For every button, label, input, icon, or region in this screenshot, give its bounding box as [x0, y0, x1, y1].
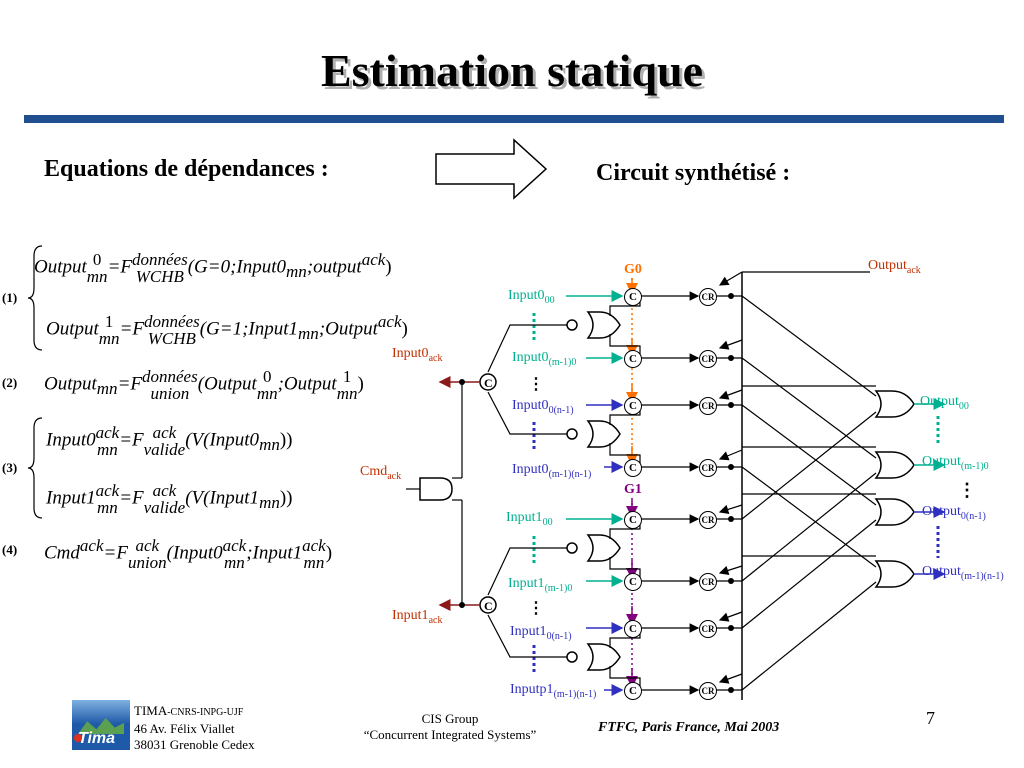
cr-gate: CR: [699, 573, 717, 591]
input-label: Input100: [506, 510, 553, 528]
eq2-number: (2): [2, 375, 18, 390]
cmd-ack-label: Cmdack: [360, 464, 402, 482]
output-label: Output(m-1)0: [922, 454, 989, 472]
eq3-number: (3): [2, 460, 18, 475]
input-label: Input10(n-1): [510, 624, 572, 642]
svg-text:⋮: ⋮: [528, 600, 544, 617]
logo-dot: [74, 734, 82, 742]
cr-gate: CR: [699, 350, 717, 368]
brace-eq1: [27, 245, 43, 351]
title-rule: [24, 115, 1004, 123]
c-gate: C: [624, 350, 642, 368]
output-label: Output00: [920, 394, 969, 412]
input0-ack-label: Input0ack: [392, 346, 443, 364]
input1-ack-label: Input1ack: [392, 608, 443, 626]
eq4-number: (4): [2, 542, 18, 557]
cr-gate: CR: [699, 288, 717, 306]
input-label: Input0(m-1)(n-1): [512, 462, 592, 480]
c-gate: C: [624, 620, 642, 638]
output-or-gates: [874, 390, 915, 588]
svg-text:⋮: ⋮: [958, 480, 976, 500]
register-rows: [641, 291, 743, 695]
conference-name: FTFC, Paris France, Mai 2003: [598, 720, 780, 735]
cr-gate: CR: [699, 620, 717, 638]
svg-text:⋮: ⋮: [528, 376, 544, 393]
output-label: Output(m-1)(n-1): [922, 564, 1004, 582]
c-gate: C: [624, 288, 642, 306]
page-number: 7: [926, 708, 935, 728]
page-title: Estimation statique: [320, 45, 704, 96]
output-ack-label: Outputack: [868, 258, 921, 276]
right-arrow-icon: [435, 138, 548, 200]
input-label: Input0(m-1)0: [512, 350, 577, 368]
group-name: CIS Group “Concurrent Integrated Systems…: [363, 711, 537, 742]
input-label: Input000: [508, 288, 555, 306]
group-g0-label: G0: [624, 262, 642, 277]
input-label: Input00(n-1): [512, 398, 574, 416]
cr-gate: CR: [699, 459, 717, 477]
input-label: Input1(m-1)0: [508, 576, 573, 594]
c-gate: C: [624, 511, 642, 529]
c-gate: C: [624, 397, 642, 415]
c-gate: C: [624, 682, 642, 700]
brace-eq3: [27, 417, 43, 519]
cr-gate: CR: [699, 682, 717, 700]
eq1-number: (1): [2, 290, 18, 305]
c-gate: C: [624, 459, 642, 477]
tima-logo: Tima: [72, 700, 130, 750]
group-g1-label: G1: [624, 482, 642, 497]
dependency-equations-heading: Equations de dépendances :: [44, 156, 329, 182]
organization-address: TIMA-CNRS-INPG-UJF 46 Av. Félix Viallet …: [134, 703, 255, 752]
crossbar-wires: [741, 295, 877, 691]
cr-gate: CR: [699, 511, 717, 529]
input-label: Inputp1(m-1)(n-1): [510, 682, 597, 700]
cr-gate: CR: [699, 397, 717, 415]
svg-text:C: C: [484, 599, 493, 613]
validity-gates: [566, 311, 621, 671]
svg-text:C: C: [484, 376, 493, 390]
c-gate: C: [624, 573, 642, 591]
logo-sky: [72, 700, 130, 724]
output-label: Output0(n-1): [922, 504, 986, 522]
logo-text: Tima: [78, 730, 116, 747]
synthesized-circuit-heading: Circuit synthétisé :: [596, 160, 791, 186]
